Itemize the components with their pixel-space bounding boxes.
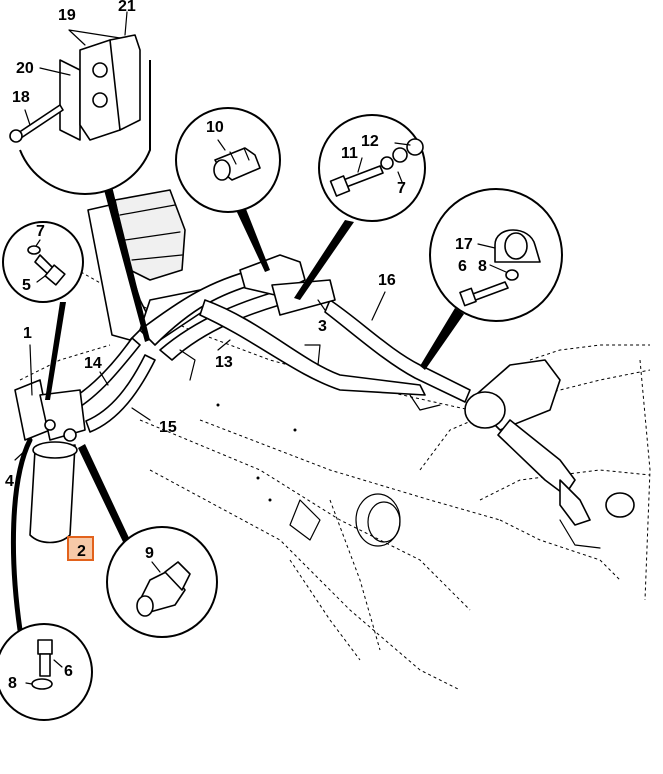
callout-6-right: 6 xyxy=(458,258,467,275)
callout-21: 21 xyxy=(118,0,136,15)
detail-fitting-9 xyxy=(106,526,218,638)
callout-9: 9 xyxy=(145,545,154,562)
callout-5: 5 xyxy=(22,277,31,294)
callout-20: 20 xyxy=(16,60,34,77)
callout-14: 14 xyxy=(84,355,102,372)
detail-bolt-11 xyxy=(318,114,426,222)
detail-fitting-10 xyxy=(175,107,281,213)
callout-10: 10 xyxy=(206,119,224,136)
hose-assembly xyxy=(69,254,635,549)
callout-6-bottom: 6 xyxy=(64,663,73,680)
detail-clamp-17 xyxy=(429,188,563,322)
callout-15: 15 xyxy=(159,419,177,436)
callout-7-left: 7 xyxy=(36,223,45,240)
callout-2-highlight-box xyxy=(67,536,94,561)
filter-assembly xyxy=(14,379,86,544)
callout-8-right: 8 xyxy=(478,258,487,275)
callout-13: 13 xyxy=(215,354,233,371)
callout-8-bottom: 8 xyxy=(8,675,17,692)
leader-lines xyxy=(10,170,464,633)
callout-7-upper: 7 xyxy=(397,180,406,197)
callout-2: 2 xyxy=(77,543,86,560)
callout-11: 11 xyxy=(341,145,358,162)
callout-4: 4 xyxy=(5,473,14,490)
detail-bolt-6 xyxy=(0,623,93,721)
callout-17: 17 xyxy=(455,236,473,253)
callout-3: 3 xyxy=(318,318,327,335)
callout-12: 12 xyxy=(361,133,379,150)
callout-16: 16 xyxy=(378,272,396,289)
callout-18: 18 xyxy=(12,89,30,106)
callout-1: 1 xyxy=(23,325,32,342)
callout-19: 19 xyxy=(58,7,76,24)
detail-bolt-5 xyxy=(2,221,84,303)
callout-labels: 19 21 20 18 10 12 11 7 7 5 16 17 6 8 3 1… xyxy=(5,0,487,692)
detail-clamp xyxy=(9,11,151,196)
